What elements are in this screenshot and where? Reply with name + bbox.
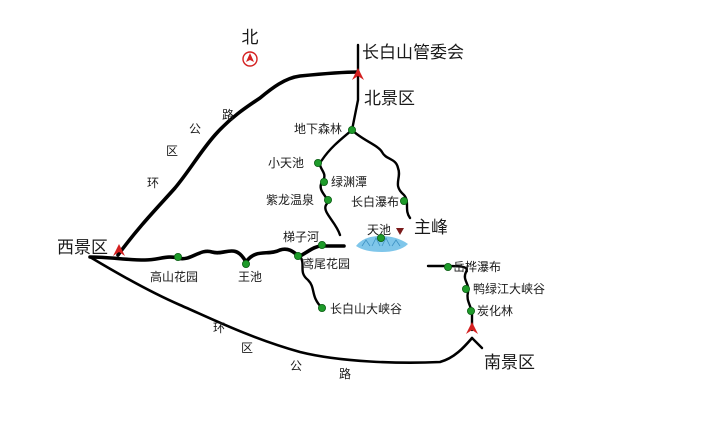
peak-label: 主峰 bbox=[414, 218, 448, 237]
compass-icon bbox=[242, 51, 258, 67]
south-gate-road bbox=[470, 336, 484, 350]
spot-dot-ladder-river bbox=[317, 240, 326, 249]
spot-label-small-tianchi: 小天池 bbox=[268, 156, 304, 170]
ring-road-south bbox=[88, 255, 474, 364]
north-area-label: 北景区 bbox=[364, 89, 415, 108]
spot-dot-yalu-canyon bbox=[461, 284, 470, 293]
spot-label-alpine-garden: 高山花园 bbox=[150, 269, 198, 284]
ring-upper-char-4: 路 bbox=[222, 107, 234, 122]
spot-label-ladder-river: 梯子河 bbox=[283, 230, 319, 244]
spot-dot-grand-canyon bbox=[317, 303, 326, 312]
tianchi-lake bbox=[356, 236, 408, 252]
tianchi-label: 天池 bbox=[367, 223, 391, 237]
spot-label-underground-forest: 地下森林 bbox=[294, 121, 342, 136]
peak-marker bbox=[396, 228, 404, 235]
canyon-road bbox=[298, 254, 324, 310]
spot-label-carbonized-forest: 炭化林 bbox=[477, 304, 513, 318]
spot-label-grand-canyon: 长白山大峡谷 bbox=[330, 301, 402, 316]
spot-dot-lvyuan-pond bbox=[319, 177, 328, 186]
ring-upper-char-1: 环 bbox=[147, 176, 159, 190]
west-area-label: 西景区 bbox=[57, 238, 108, 257]
south-road bbox=[426, 264, 474, 332]
committee-label: 长白山管委会 bbox=[362, 43, 464, 62]
spot-label-wangchi: 王池 bbox=[238, 270, 262, 284]
spot-dot-changbai-waterfall bbox=[399, 196, 408, 205]
ring-lower-char-2: 区 bbox=[241, 341, 253, 355]
south-area-label: 南景区 bbox=[484, 353, 535, 372]
ring-lower-char-3: 公 bbox=[290, 359, 302, 373]
ring-lower-char-1: 环 bbox=[213, 321, 225, 335]
spot-dot-birch-waterfall bbox=[443, 262, 452, 271]
ring-lower-char-4: 路 bbox=[339, 366, 351, 381]
spot-label-yalu-canyon: 鸭绿江大峡谷 bbox=[473, 281, 545, 296]
spot-label-iris-garden: 鸢尾花园 bbox=[302, 256, 350, 271]
spot-dot-zilong-hotspring bbox=[323, 195, 332, 204]
spot-dot-iris-garden bbox=[293, 251, 302, 260]
spot-dot-small-tianchi bbox=[313, 158, 322, 167]
west-gate-marker bbox=[113, 244, 125, 256]
south-gate-marker bbox=[466, 322, 478, 334]
spot-label-lvyuan-pond: 绿渊潭 bbox=[331, 174, 367, 189]
spot-label-birch-waterfall: 岳桦瀑布 bbox=[453, 259, 501, 274]
north-road bbox=[350, 70, 360, 132]
spot-dot-carbonized-forest bbox=[466, 306, 475, 315]
spot-label-zilong-hotspring: 紫龙温泉 bbox=[266, 193, 314, 207]
compass-label: 北 bbox=[242, 28, 259, 47]
spot-dot-underground-forest bbox=[347, 126, 356, 135]
tianchi-dot bbox=[376, 233, 385, 242]
ring-upper-char-2: 区 bbox=[166, 144, 178, 158]
north-gate-marker bbox=[352, 68, 364, 80]
spot-label-changbai-waterfall: 长白瀑布 bbox=[351, 194, 399, 209]
ring-upper-char-3: 公 bbox=[189, 122, 201, 136]
spot-dot-wangchi bbox=[241, 259, 250, 268]
spot-dot-alpine-garden bbox=[173, 252, 182, 261]
ring-road-north bbox=[116, 70, 360, 257]
